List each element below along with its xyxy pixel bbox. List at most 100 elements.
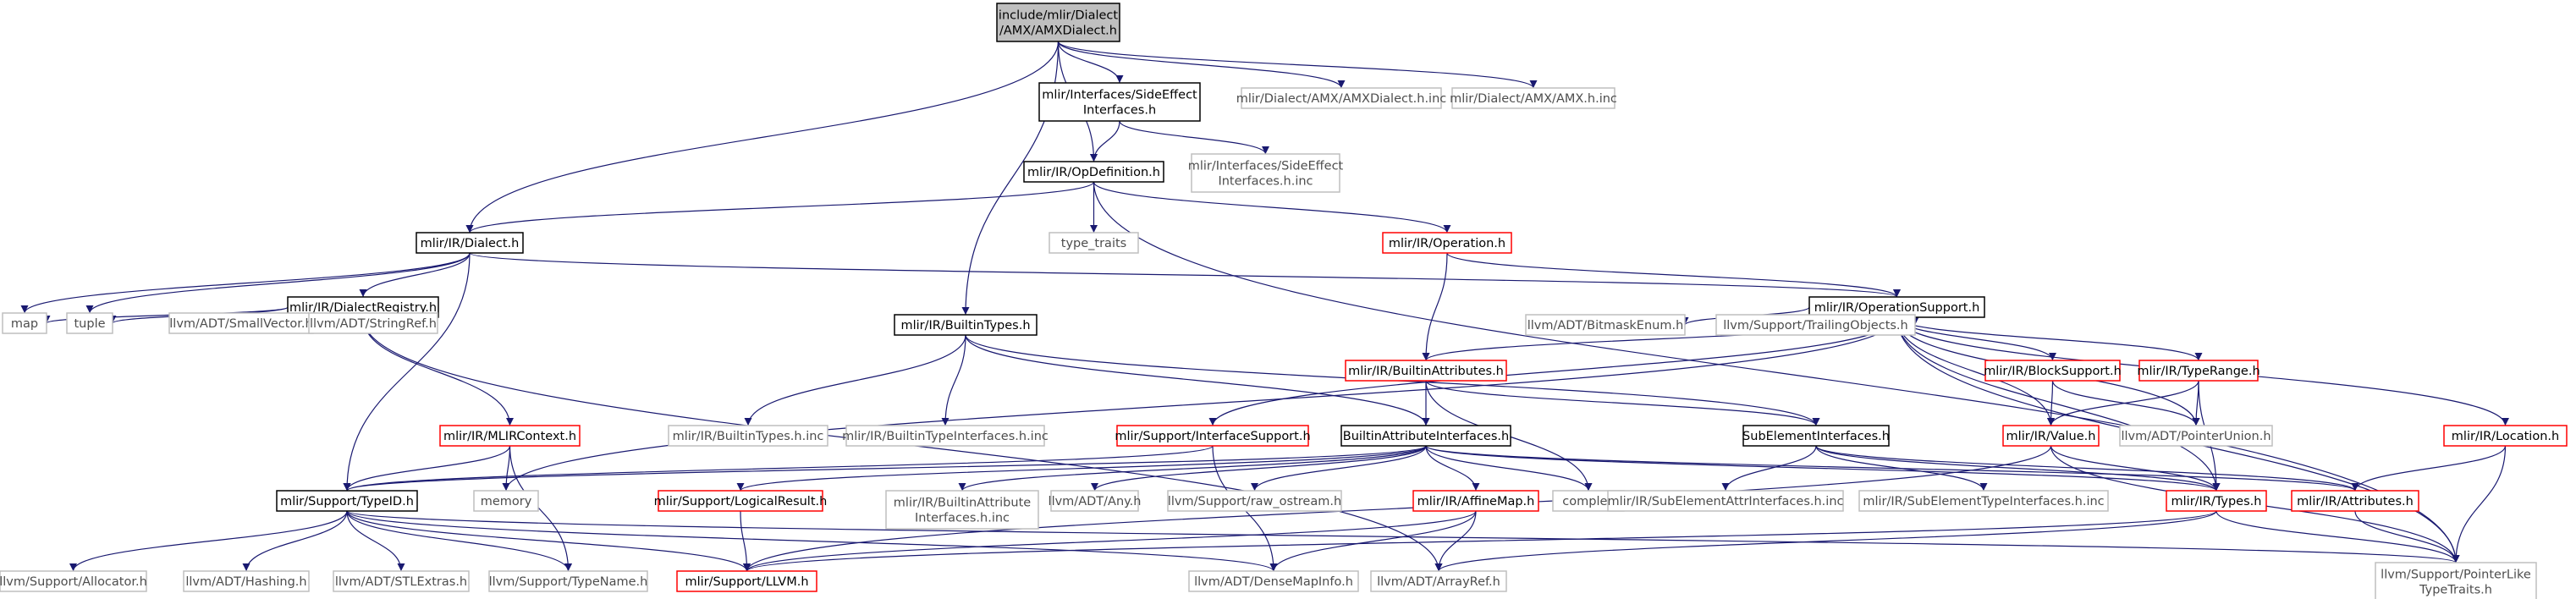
node-box-location	[2443, 425, 2568, 447]
edge-typeid-to-llvm_h	[346, 510, 751, 572]
edge-sideeffect-to-opdef	[1090, 120, 1120, 162]
node-label-attributes: mlir/IR/Attributes.h	[2297, 495, 2414, 508]
node-box-blocksupport	[1984, 360, 2121, 382]
node-label-typerange: mlir/IR/TypeRange.h	[2137, 365, 2260, 378]
node-subelemattr_inc: mlir/IR/SubElementAttrInterfaces.h.inc	[1607, 490, 1844, 512]
node-root[interactable]: include/mlir/Dialect/AMX/AMXDialect.h	[996, 3, 1120, 42]
node-box-opsupport	[1808, 296, 1985, 318]
node-builtintypes_inc: mlir/IR/BuiltinTypes.h.inc	[668, 425, 828, 447]
node-label-trailingobjects: llvm/Support/TrailingObjects.h	[1723, 319, 1907, 332]
edge-mlircontext-to-typename	[509, 445, 572, 572]
node-box-types	[2166, 490, 2267, 512]
node-builtinattriface[interactable]: BuiltinAttributeInterfaces.h	[1340, 425, 1511, 447]
edge-builtintypes-to-builtintypes_inc	[744, 334, 966, 426]
node-opsupport[interactable]: mlir/IR/OperationSupport.h	[1808, 296, 1985, 318]
node-box-map	[2, 312, 47, 334]
node-logicalresult[interactable]: mlir/Support/LogicalResult.h	[654, 490, 828, 512]
node-any: llvm/ADT/Any.h	[1049, 490, 1141, 512]
node-label-builtinattriface_inc: mlir/IR/BuiltinAttribute	[894, 497, 1031, 510]
node-box-amx_inc	[1451, 87, 1616, 109]
edge-typeid-to-typename	[346, 510, 572, 572]
node-value[interactable]: mlir/IR/Value.h	[2002, 425, 2100, 447]
edge-types-to-llvm_h	[743, 510, 2217, 572]
node-label-root: include/mlir/Dialect	[999, 9, 1118, 23]
node-box-ifacesupport	[1116, 425, 1309, 447]
edge-builtinattriface-to-complex	[1425, 445, 1593, 492]
edge-root-to-amxdialect_inc	[1057, 41, 1346, 89]
node-box-type_traits	[1049, 232, 1139, 254]
node-box-dialect	[416, 232, 524, 254]
node-label-arrayref: llvm/ADT/ArrayRef.h	[1377, 575, 1500, 589]
node-label-smallvector: llvm/ADT/SmallVector.h	[169, 317, 312, 331]
node-affinemap[interactable]: mlir/IR/AffineMap.h	[1412, 490, 1539, 512]
edge-builtinattriface-to-builtinattriface_inc	[958, 445, 1427, 492]
node-builtintypes[interactable]: mlir/IR/BuiltinTypes.h	[894, 314, 1038, 336]
edge-subelementiface-to-subelemtype_inc	[1815, 445, 1988, 492]
node-operation[interactable]: mlir/IR/Operation.h	[1382, 232, 1512, 254]
edge-mlircontext-to-typeid	[343, 445, 511, 492]
node-label-blocksupport: mlir/IR/BlockSupport.h	[1984, 365, 2122, 378]
node-label-builtintypeiface_inc: mlir/IR/BuiltinTypeInterfaces.h.inc	[842, 430, 1049, 443]
edge-typeid-to-densemapinfo	[346, 510, 1278, 572]
edge-sideeffect-to-sideeffect_inc	[1119, 120, 1269, 155]
node-label-amxdialect_inc: mlir/Dialect/AMX/AMXDialect.h.inc	[1236, 92, 1447, 106]
node-label-raw_ostream: llvm/Support/raw_ostream.h	[1168, 495, 1341, 508]
edge-dialectregistry-to-mlircontext	[362, 316, 514, 426]
node-box-stringref	[308, 312, 438, 334]
node-box-allocator	[0, 570, 147, 592]
node-label-dialectregistry: mlir/IR/DialectRegistry.h	[289, 301, 437, 315]
node-box-attributes	[2291, 490, 2419, 512]
node-box-arrayref	[1370, 570, 1507, 592]
node-llvm_h[interactable]: mlir/Support/LLVM.h	[676, 570, 817, 592]
edge-dialectregistry-to-map	[42, 306, 289, 324]
node-mlircontext[interactable]: mlir/IR/MLIRContext.h	[439, 425, 581, 447]
node-types[interactable]: mlir/IR/Types.h	[2166, 490, 2267, 512]
node-raw_ostream: llvm/Support/raw_ostream.h	[1167, 490, 1342, 512]
node-opdef[interactable]: mlir/IR/OpDefinition.h	[1023, 161, 1164, 183]
node-subelementiface[interactable]: SubElementInterfaces.h	[1742, 425, 1890, 447]
node-label-mlircontext: mlir/IR/MLIRContext.h	[443, 430, 576, 443]
node-box-hashing	[183, 570, 310, 592]
node-label-allocator: llvm/Support/Allocator.h	[0, 575, 147, 589]
node-typename: llvm/Support/TypeName.h	[488, 570, 648, 592]
edge-ifacesupport-to-typeid	[343, 445, 1214, 492]
edge-types-to-pointerliketypetraits	[2215, 510, 2460, 563]
node-typeid[interactable]: mlir/Support/TypeID.h	[276, 490, 418, 512]
edge-opsupport-to-memory	[502, 316, 1898, 492]
node-label-builtinattriface_inc: Interfaces.h.inc	[915, 512, 1010, 525]
node-label-ifacesupport: mlir/Support/InterfaceSupport.h	[1115, 430, 1310, 443]
node-location[interactable]: mlir/IR/Location.h	[2443, 425, 2568, 447]
node-builtinattrs[interactable]: mlir/IR/BuiltinAttributes.h	[1345, 360, 1507, 382]
node-label-memory: memory	[481, 495, 532, 508]
node-label-stlextras: llvm/ADT/STLExtras.h	[335, 575, 467, 589]
node-box-llvm_h	[676, 570, 817, 592]
node-typerange[interactable]: mlir/IR/TypeRange.h	[2137, 360, 2260, 382]
node-dialect[interactable]: mlir/IR/Dialect.h	[416, 232, 524, 254]
node-label-densemapinfo: llvm/ADT/DenseMapInfo.h	[1194, 575, 1353, 589]
node-blocksupport[interactable]: mlir/IR/BlockSupport.h	[1984, 360, 2122, 382]
edge-opsupport-to-types	[1896, 316, 2221, 492]
node-box-typename	[488, 570, 648, 592]
edge-builtinattriface-to-attributes	[1425, 445, 2359, 492]
edge-value-to-types	[2050, 445, 2221, 492]
node-hashing: llvm/ADT/Hashing.h	[183, 570, 310, 592]
node-box-stlextras	[333, 570, 470, 592]
node-attributes[interactable]: mlir/IR/Attributes.h	[2291, 490, 2419, 512]
node-box-raw_ostream	[1167, 490, 1342, 512]
node-label-pointerliketypetraits: TypeTraits.h	[2419, 584, 2492, 597]
edge-dialect-to-dialectregistry	[359, 252, 471, 298]
node-label-map: map	[11, 317, 38, 331]
node-box-builtinattriface_inc	[885, 490, 1039, 530]
node-label-sideeffect_inc: Interfaces.h.inc	[1218, 175, 1313, 189]
node-map: map	[2, 312, 47, 334]
node-box-affinemap	[1412, 490, 1539, 512]
edge-value-to-llvm_h	[743, 445, 2052, 572]
node-label-subelemattr_inc: mlir/IR/SubElementAttrInterfaces.h.inc	[1608, 495, 1844, 508]
edge-builtintypes-to-builtinattriface	[965, 334, 1430, 426]
node-densemapinfo: llvm/ADT/DenseMapInfo.h	[1188, 570, 1359, 592]
edge-dialect-to-map	[20, 252, 471, 314]
node-ifacesupport[interactable]: mlir/Support/InterfaceSupport.h	[1115, 425, 1311, 447]
node-box-logicalresult	[658, 490, 823, 512]
node-amxdialect_inc: mlir/Dialect/AMX/AMXDialect.h.inc	[1236, 87, 1447, 109]
